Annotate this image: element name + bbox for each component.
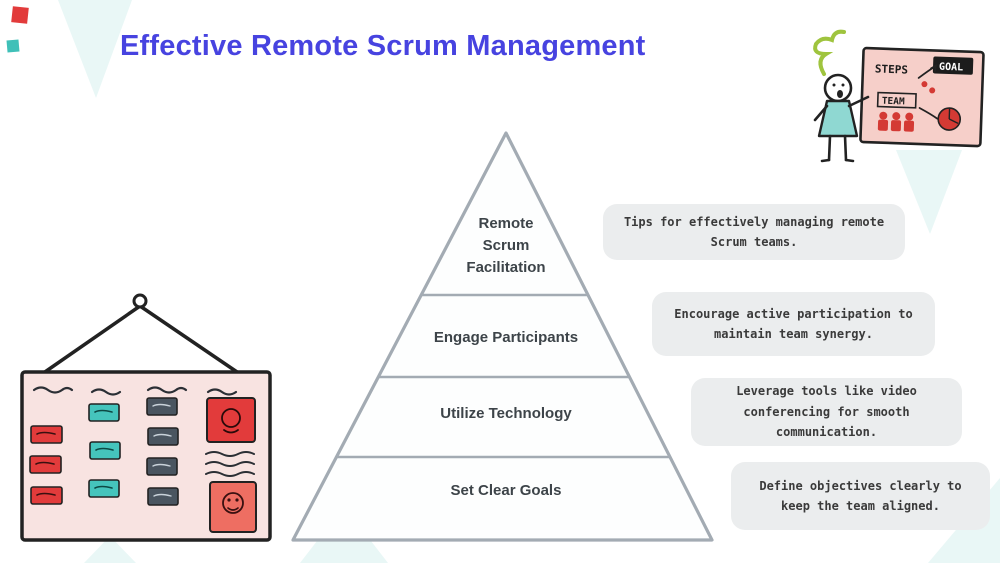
tip-text: Leverage tools like video conferencing f… <box>736 384 917 440</box>
tip-box-set-clear-goals: Define objectives clearly to keep the te… <box>731 462 990 530</box>
tip-text: Tips for effectively managing remote Scr… <box>623 214 885 249</box>
tip-box-utilize-technology: Leverage tools like video conferencing f… <box>691 378 962 446</box>
team-figures-icon <box>877 111 915 132</box>
corner-squares-decoration <box>6 6 29 53</box>
presenter-illustration: STEPS GOAL TEAM <box>813 29 985 163</box>
tip-text: Encourage active participation to mainta… <box>674 306 913 341</box>
tip-box-engage-participants: Encourage active participation to mainta… <box>652 292 935 356</box>
tip-box-remote-scrum-facilitation: Tips for effectively managing remote Scr… <box>603 204 905 260</box>
tip-text: Define objectives clearly to keep the te… <box>759 478 962 513</box>
pyramid-level-4-label: Set Clear Goals <box>450 482 562 499</box>
goal-label: GOAL <box>939 62 963 74</box>
steps-label: STEPS <box>875 62 909 76</box>
hanger-ring-icon <box>132 293 148 309</box>
team-label: TEAM <box>882 96 906 108</box>
red-sticky-notes <box>29 425 63 505</box>
pyramid-level-3-label: Utilize Technology <box>440 405 572 422</box>
pyramid-level-1-label: Remote Scrum Facilitation <box>466 215 546 276</box>
teal-sticky-notes <box>88 403 121 498</box>
pyramid-diagram <box>291 131 714 542</box>
page-title: Effective Remote Scrum Management <box>120 30 646 62</box>
presenter-girl <box>813 29 870 163</box>
dark-sticky-notes <box>146 397 179 506</box>
pyramid-level-2-label: Engage Participants <box>433 329 579 346</box>
doodle-notes <box>205 397 257 533</box>
kanban-board-illustration <box>20 293 272 542</box>
